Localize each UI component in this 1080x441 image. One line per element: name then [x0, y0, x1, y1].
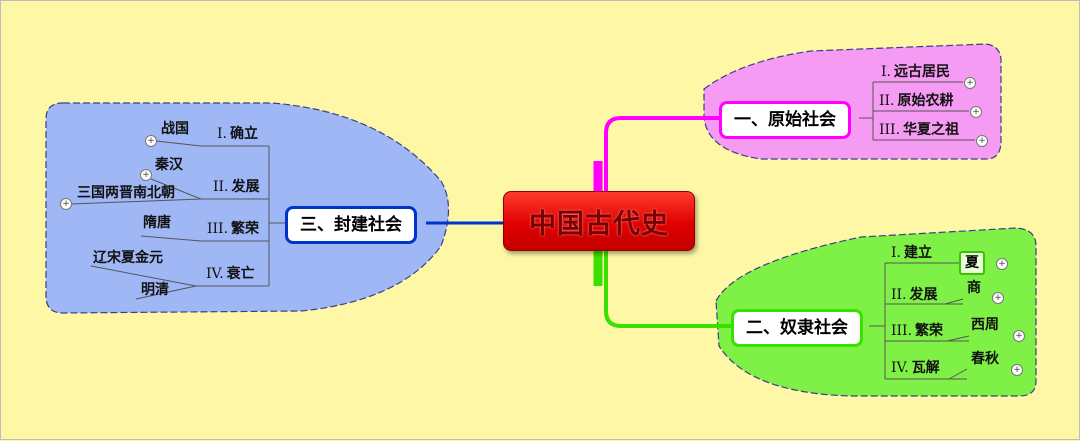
center-node[interactable]: 中国古代史	[503, 191, 695, 251]
roman-numeral: II.	[879, 93, 895, 109]
slave-item-3[interactable]: III.繁荣	[891, 322, 943, 340]
roman-numeral: IV.	[891, 360, 909, 376]
plus-circle-icon[interactable]: +	[1013, 330, 1025, 342]
primitive-item-2[interactable]: II.原始农耕	[879, 92, 954, 110]
slave-child-shang[interactable]: 商	[967, 280, 981, 296]
feudal-child-suitang[interactable]: 隋唐	[143, 215, 171, 231]
plus-circle-icon[interactable]: +	[996, 258, 1008, 270]
feudal-child-liaosong[interactable]: 辽宋夏金元	[93, 250, 163, 266]
plus-circle-icon[interactable]: +	[60, 198, 72, 210]
slave-child-xia[interactable]: 夏	[959, 251, 985, 275]
feudal-child-mingqing[interactable]: 明清	[141, 282, 169, 298]
roman-numeral: I.	[881, 64, 891, 80]
plus-circle-icon[interactable]: +	[140, 169, 152, 181]
plus-circle-icon[interactable]: +	[145, 135, 157, 147]
item-text: 衰亡	[226, 266, 255, 282]
region-slave-bg	[715, 227, 1037, 397]
feudal-child-zhanguo[interactable]: 战国	[161, 121, 189, 137]
plus-circle-icon[interactable]: +	[976, 135, 988, 147]
plus-circle-icon[interactable]: +	[992, 292, 1004, 304]
roman-numeral: I.	[891, 245, 901, 261]
item-text: 繁荣	[231, 221, 260, 237]
feudal-item-3[interactable]: III.繁荣	[207, 220, 259, 238]
item-text: 瓦解	[911, 360, 940, 376]
primitive-item-3[interactable]: III.华夏之祖	[879, 121, 959, 139]
item-text: 建立	[903, 245, 932, 261]
slave-item-2[interactable]: II.发展	[891, 286, 938, 304]
plus-circle-icon[interactable]: +	[964, 77, 976, 89]
branch-primitive-society[interactable]: 一、原始社会	[719, 101, 851, 139]
feudal-item-4[interactable]: IV.衰亡	[206, 265, 255, 283]
roman-numeral: II.	[213, 179, 229, 195]
roman-numeral: III.	[207, 221, 229, 237]
feudal-item-2[interactable]: II.发展	[213, 178, 260, 196]
roman-numeral: II.	[891, 287, 907, 303]
item-text: 远古居民	[893, 64, 950, 80]
item-text: 繁荣	[915, 323, 944, 339]
slave-item-1[interactable]: I.建立	[891, 244, 932, 262]
branch-feudal-society[interactable]: 三、封建社会	[285, 206, 417, 244]
roman-numeral: I.	[217, 126, 227, 142]
roman-numeral: IV.	[206, 266, 224, 282]
primitive-item-1[interactable]: I.远古居民	[881, 63, 950, 81]
plus-circle-icon[interactable]: +	[1011, 364, 1023, 376]
region-feudal-bg	[45, 102, 450, 314]
slave-child-xizhou[interactable]: 西周	[971, 317, 999, 333]
feudal-child-qinhan[interactable]: 秦汉	[155, 157, 183, 173]
item-text: 原始农耕	[897, 93, 954, 109]
feudal-child-sanguo[interactable]: 三国两晋南北朝	[77, 185, 175, 201]
roman-numeral: III.	[891, 323, 913, 339]
roman-numeral: III.	[879, 122, 901, 138]
item-text: 华夏之祖	[903, 122, 960, 138]
feudal-item-1[interactable]: I.确立	[217, 125, 258, 143]
plus-circle-icon[interactable]: +	[970, 106, 982, 118]
item-text: 发展	[231, 179, 260, 195]
branch-slave-society[interactable]: 二、奴隶社会	[731, 309, 863, 347]
item-text: 确立	[229, 126, 258, 142]
slave-child-chunqiu[interactable]: 春秋	[971, 351, 999, 367]
slave-item-4[interactable]: IV.瓦解	[891, 359, 940, 377]
item-text: 发展	[909, 287, 938, 303]
